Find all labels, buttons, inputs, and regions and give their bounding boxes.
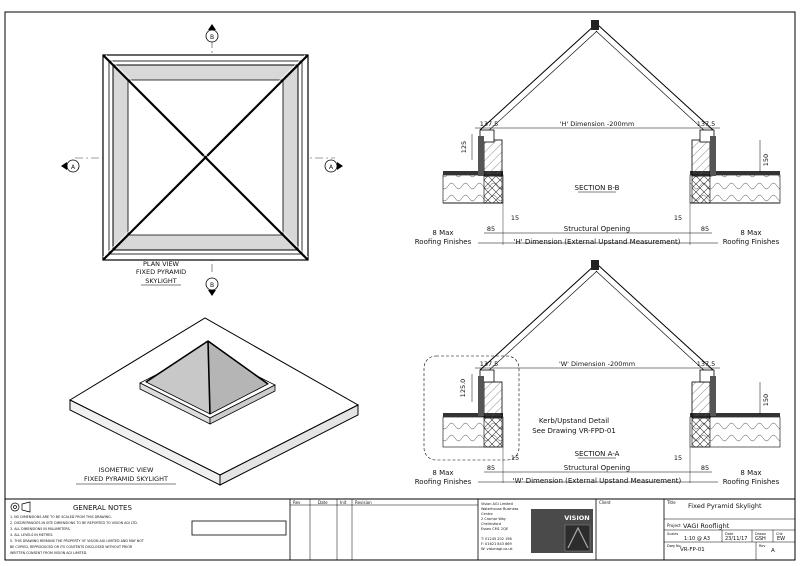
plan-caption-line3: SKYLIGHT: [145, 277, 177, 285]
aa-kerb-detail-line1: Kerb/Upstand Detail: [539, 417, 609, 425]
scales-label: Scales: [667, 532, 678, 536]
note-line: 5. THIS DRAWING REMAINS THE PROPERTY OF …: [10, 539, 145, 543]
dwg-label: Dwg No.: [667, 544, 682, 548]
bb-right-note-line2: Roofing Finishes: [723, 238, 780, 246]
aa-dim-15-left: 15: [511, 454, 519, 462]
iso-caption-line2: FIXED PYRAMID SKYLIGHT: [84, 475, 168, 483]
company-line: Vision AGI Limited: [481, 502, 513, 506]
drawn-label: Drawn: [755, 532, 766, 536]
marker-b-label: B: [210, 282, 214, 289]
isometric-view: ISOMETRIC VIEW FIXED PYRAMID SKYLIGHT: [68, 317, 360, 486]
project-label: Project: [667, 523, 681, 528]
note-line: 3. ALL DIMENSIONS IN MILLIMETERS.: [10, 527, 71, 531]
rev-value: A: [771, 548, 775, 554]
bb-dim-85-left: 85: [487, 225, 495, 233]
aa-section-label: SECTION A-A: [575, 450, 620, 458]
title-block: GENERAL NOTES 1. NO DIMENSIONS ARE TO BE…: [5, 498, 795, 560]
aa-dim-top-right: 137.5: [697, 360, 716, 368]
section-marker-a-right: A: [324, 159, 343, 173]
bb-right-note-line1: 8 Max: [740, 229, 761, 237]
scales-value: 1:10 @ A3: [684, 536, 710, 542]
aa-dim-top-center: 'W' Dimension -200mm: [559, 360, 635, 368]
note-line: 4. ALL LEVELS IN METRES.: [10, 533, 53, 537]
contact-line: T: 01245 202 198: [480, 537, 512, 541]
title-label: Title: [666, 500, 676, 505]
title-value: Fixed Pyramid Skylight: [688, 502, 762, 510]
section-bb: 137.5 137.5 'H' Dimension -200mm 125 150…: [415, 20, 781, 246]
marker-a-label: A: [71, 164, 76, 171]
date-label: Date: [725, 532, 733, 536]
section-marker-b-bottom: B: [205, 277, 219, 296]
rev-label: Rev: [759, 544, 766, 548]
aa-dim-left-vertical: 125.0: [459, 379, 467, 398]
aa-dim-85-right: 85: [701, 464, 709, 472]
marker-b-label: B: [210, 34, 214, 41]
date-header: Date: [318, 500, 328, 505]
aa-dim-right-vertical: 150: [762, 394, 770, 406]
kerb-detail-callout: [423, 355, 520, 461]
bb-dim-top-left: 137.5: [480, 120, 499, 128]
chk-label: Chk: [776, 532, 784, 536]
bb-external-dimension: 'H' Dimension (External Upstand Measurem…: [514, 238, 681, 246]
bb-dim-15-right: 15: [674, 214, 682, 222]
marker-a-label: A: [329, 164, 334, 171]
aa-external-dimension: 'W' Dimension (External Upstand Measurem…: [513, 477, 682, 485]
sheet-border: [4, 11, 796, 561]
iso-caption-line1: ISOMETRIC VIEW: [99, 466, 154, 474]
bb-dim-top-right: 137.5: [697, 120, 716, 128]
company-line: Waterhouse Business: [481, 507, 519, 511]
chk-value: EW: [777, 536, 785, 542]
plan-caption-line2: FIXED PYRAMID: [136, 268, 186, 276]
aa-left-note-line2: Roofing Finishes: [415, 478, 472, 486]
note-line: WRITTEN CONSENT FROM VISION AGI LIMITED.: [10, 551, 87, 555]
bb-left-note-line2: Roofing Finishes: [415, 238, 472, 246]
note-line: 2. DISCREPANCIES IN SITE DIMENSIONS TO B…: [10, 521, 138, 525]
bb-structural-opening: Structural Opening: [564, 225, 630, 233]
date-value: 23/11/17: [725, 536, 747, 542]
aa-kerb-detail-line2: See Drawing VR-FPD-01: [532, 427, 616, 435]
bb-dim-15-left: 15: [511, 214, 519, 222]
notes-box: [191, 520, 287, 536]
aa-structural-opening: Structural Opening: [564, 464, 630, 472]
company-line: 2 Cromar Way: [481, 517, 506, 521]
init-header: Init: [340, 500, 347, 505]
contact-line: F: 01621 843 869: [481, 542, 512, 546]
company-line: Chelmsford: [481, 522, 501, 526]
bb-dim-left-vertical: 125: [460, 141, 468, 153]
bb-dim-85-right: 85: [701, 225, 709, 233]
dwg-value: VR-FP-01: [680, 547, 705, 553]
aa-dim-top-left: 137.5: [480, 360, 499, 368]
note-line: 1. NO DIMENSIONS ARE TO BE SCALED FROM T…: [10, 515, 112, 519]
plan-caption-line1: PLAN VIEW: [143, 260, 180, 268]
company-line: Centre: [481, 512, 493, 516]
note-line: BE COPIED, REPRODUCED OR ITS CONTENTS DI…: [10, 545, 133, 549]
logo-text: VISION: [564, 514, 590, 522]
section-marker-a-left: A: [61, 159, 80, 173]
aa-right-note-line2: Roofing Finishes: [723, 478, 780, 486]
general-notes-heading: GENERAL NOTES: [73, 504, 132, 512]
bb-dim-right-vertical: 150: [762, 154, 770, 166]
aa-dim-85-left: 85: [487, 464, 495, 472]
client-label: Client: [599, 500, 611, 505]
contact-line: W: visionagi.co.uk: [481, 547, 514, 551]
bb-left-note-line1: 8 Max: [432, 229, 453, 237]
bb-section-label: SECTION B-B: [575, 184, 620, 192]
plan-view: B B A A PLAN VIEW FIXED PYRAMID SKYLIGHT: [61, 24, 343, 296]
aa-left-note-line1: 8 Max: [432, 469, 453, 477]
revision-header: Revision: [355, 500, 372, 505]
company-line: Essex CM1 2QE: [481, 527, 508, 531]
vision-logo: VISION: [531, 509, 593, 553]
section-aa: 137.5 137.5 'W' Dimension -200mm 125.0 1…: [415, 260, 781, 486]
aa-right-note-line1: 8 Max: [740, 469, 761, 477]
aa-dim-15-right: 15: [674, 454, 682, 462]
rev-header: Rev: [293, 500, 301, 505]
bb-dim-top-center: 'H' Dimension -200mm: [560, 120, 635, 128]
project-value: VAGI Rooflight: [683, 522, 730, 530]
section-marker-b-top: B: [205, 24, 219, 43]
drawn-value: GSH: [755, 536, 766, 542]
projection-symbol-icon: [10, 501, 31, 513]
